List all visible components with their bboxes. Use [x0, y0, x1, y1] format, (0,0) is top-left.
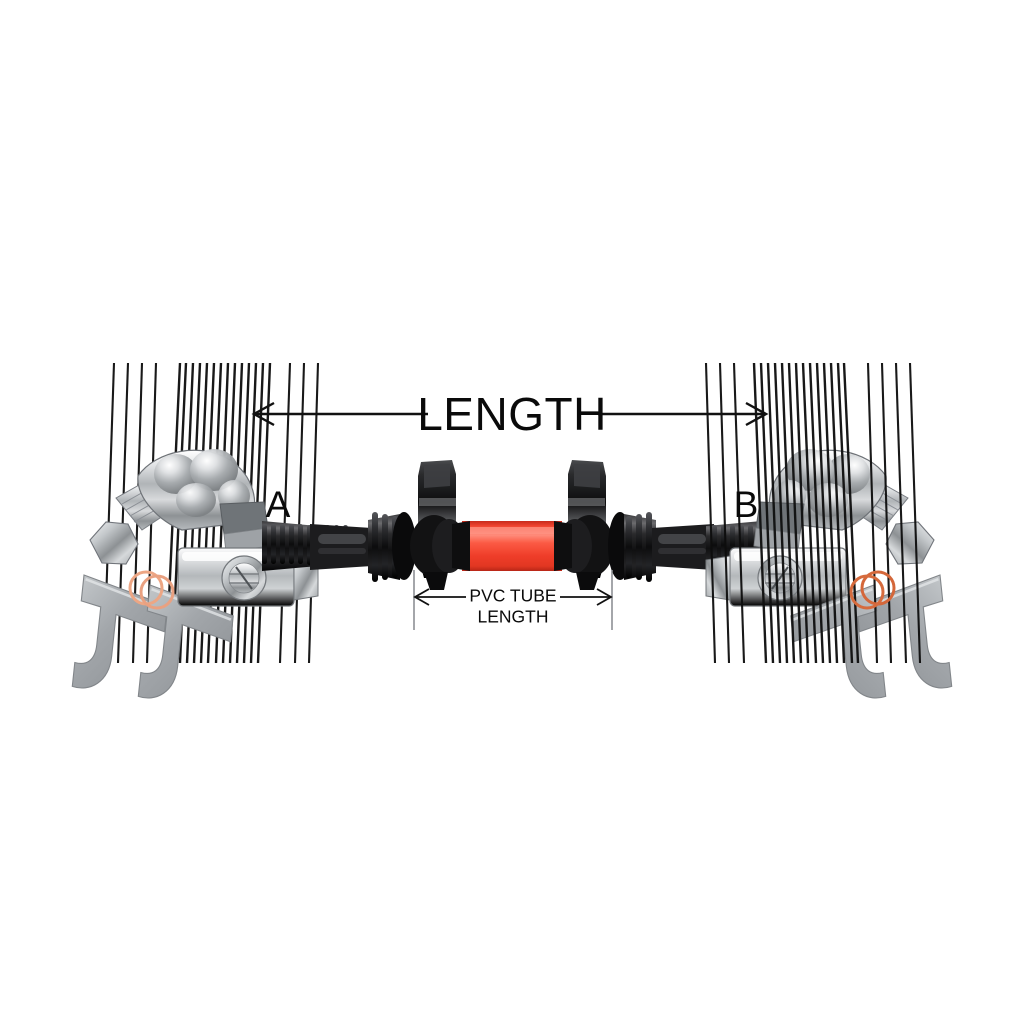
copper-ring-left: [128, 570, 175, 610]
pvc-tube: [462, 521, 562, 571]
end-a-label: A: [266, 484, 291, 525]
dimension-pvc-tube-length: PVC TUBE LENGTH: [413, 570, 613, 630]
arrowhead-left-small-icon: [413, 588, 430, 606]
arrowhead-right-small-icon: [596, 588, 613, 606]
clamp-bracket-left: [410, 460, 470, 590]
pvc-tube-label-line2: LENGTH: [478, 607, 549, 627]
end-b-label: B: [734, 484, 759, 525]
arrowhead-right-icon: [745, 401, 769, 427]
copper-ring-right: [849, 570, 896, 610]
corrugated-hose-left: [262, 512, 416, 582]
arrowhead-left-icon: [251, 401, 275, 427]
pvc-tube-label-line1: PVC TUBE: [469, 586, 556, 606]
dimension-overall-length: LENGTH: [251, 388, 769, 440]
clamp-bracket-right: [554, 460, 614, 590]
length-label: LENGTH: [417, 388, 607, 440]
